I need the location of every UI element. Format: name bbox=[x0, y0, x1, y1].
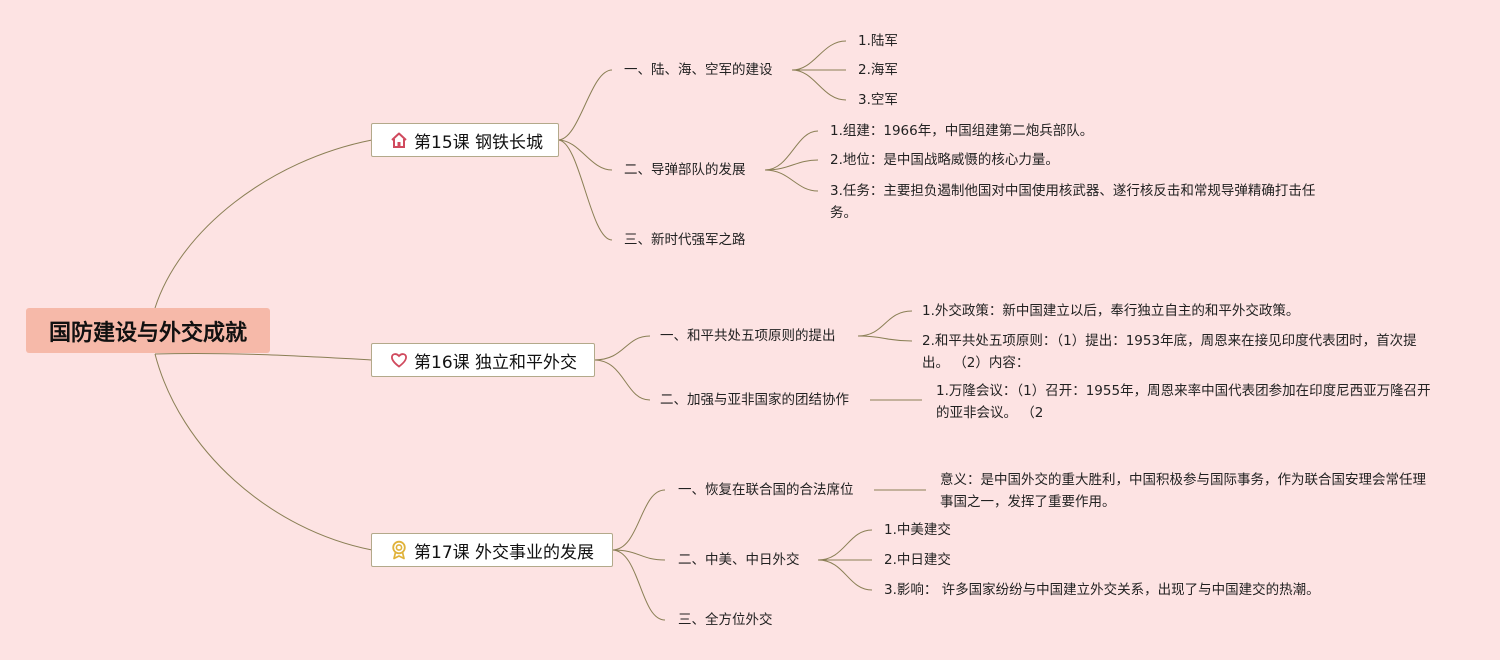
section-title[interactable]: 二、导弹部队的发展 bbox=[624, 162, 746, 178]
award-icon bbox=[392, 540, 406, 560]
item[interactable]: 1.中美建交 bbox=[884, 522, 951, 538]
item[interactable]: 3.空军 bbox=[858, 92, 898, 108]
section-title[interactable]: 二、加强与亚非国家的团结协作 bbox=[660, 392, 849, 408]
heart-icon bbox=[391, 353, 407, 368]
item[interactable]: 1.万隆会议：（1）召开：1955年，周恩来率中国代表团参加在印度尼西亚万隆召开… bbox=[936, 383, 1431, 421]
section-title[interactable]: 一、恢复在联合国的合法席位 bbox=[678, 482, 854, 498]
item[interactable]: 2.地位：是中国战略威慑的核心力量。 bbox=[830, 152, 1059, 168]
item[interactable]: 3.任务：主要担负遏制他国对中国使用核武器、遂行核反击和常规导弹精确打击任务。 bbox=[830, 183, 1316, 221]
home-icon bbox=[391, 132, 407, 148]
item[interactable]: 3.影响： 许多国家纷纷与中国建立外交关系，出现了与中国建交的热潮。 bbox=[884, 582, 1320, 598]
lesson-title: 第15课 钢铁长城 bbox=[414, 132, 544, 153]
item[interactable]: 意义：是中国外交的重大胜利，中国积极参与国际事务，作为联合国安理会常任理事国之一… bbox=[940, 472, 1426, 510]
item[interactable]: 2.和平共处五项原则：（1）提出：1953年底，周恩来在接见印度代表团时，首次提… bbox=[922, 333, 1417, 371]
root-topic[interactable]: 国防建设与外交成就 bbox=[26, 308, 270, 353]
section-title[interactable]: 一、和平共处五项原则的提出 bbox=[660, 328, 836, 344]
lesson-title: 第17课 外交事业的发展 bbox=[414, 542, 595, 563]
item[interactable]: 1.组建：1966年，中国组建第二炮兵部队。 bbox=[830, 123, 1094, 139]
lesson-16-node[interactable]: 第16课 独立和平外交 bbox=[371, 343, 595, 377]
lesson-17-node[interactable]: 第17课 外交事业的发展 bbox=[371, 533, 613, 567]
section-title[interactable]: 二、中美、中日外交 bbox=[678, 552, 800, 568]
item[interactable]: 2.中日建交 bbox=[884, 552, 951, 568]
item[interactable]: 1.陆军 bbox=[858, 33, 898, 49]
section-title[interactable]: 一、陆、海、空军的建设 bbox=[624, 62, 773, 78]
section-title[interactable]: 三、新时代强军之路 bbox=[624, 232, 746, 248]
lesson-title: 第16课 独立和平外交 bbox=[414, 352, 578, 373]
section-title[interactable]: 三、全方位外交 bbox=[678, 612, 773, 628]
item[interactable]: 1.外交政策：新中国建立以后，奉行独立自主的和平外交政策。 bbox=[922, 303, 1300, 319]
lesson-15-node[interactable]: 第15课 钢铁长城 bbox=[371, 123, 559, 157]
item[interactable]: 2.海军 bbox=[858, 62, 898, 78]
